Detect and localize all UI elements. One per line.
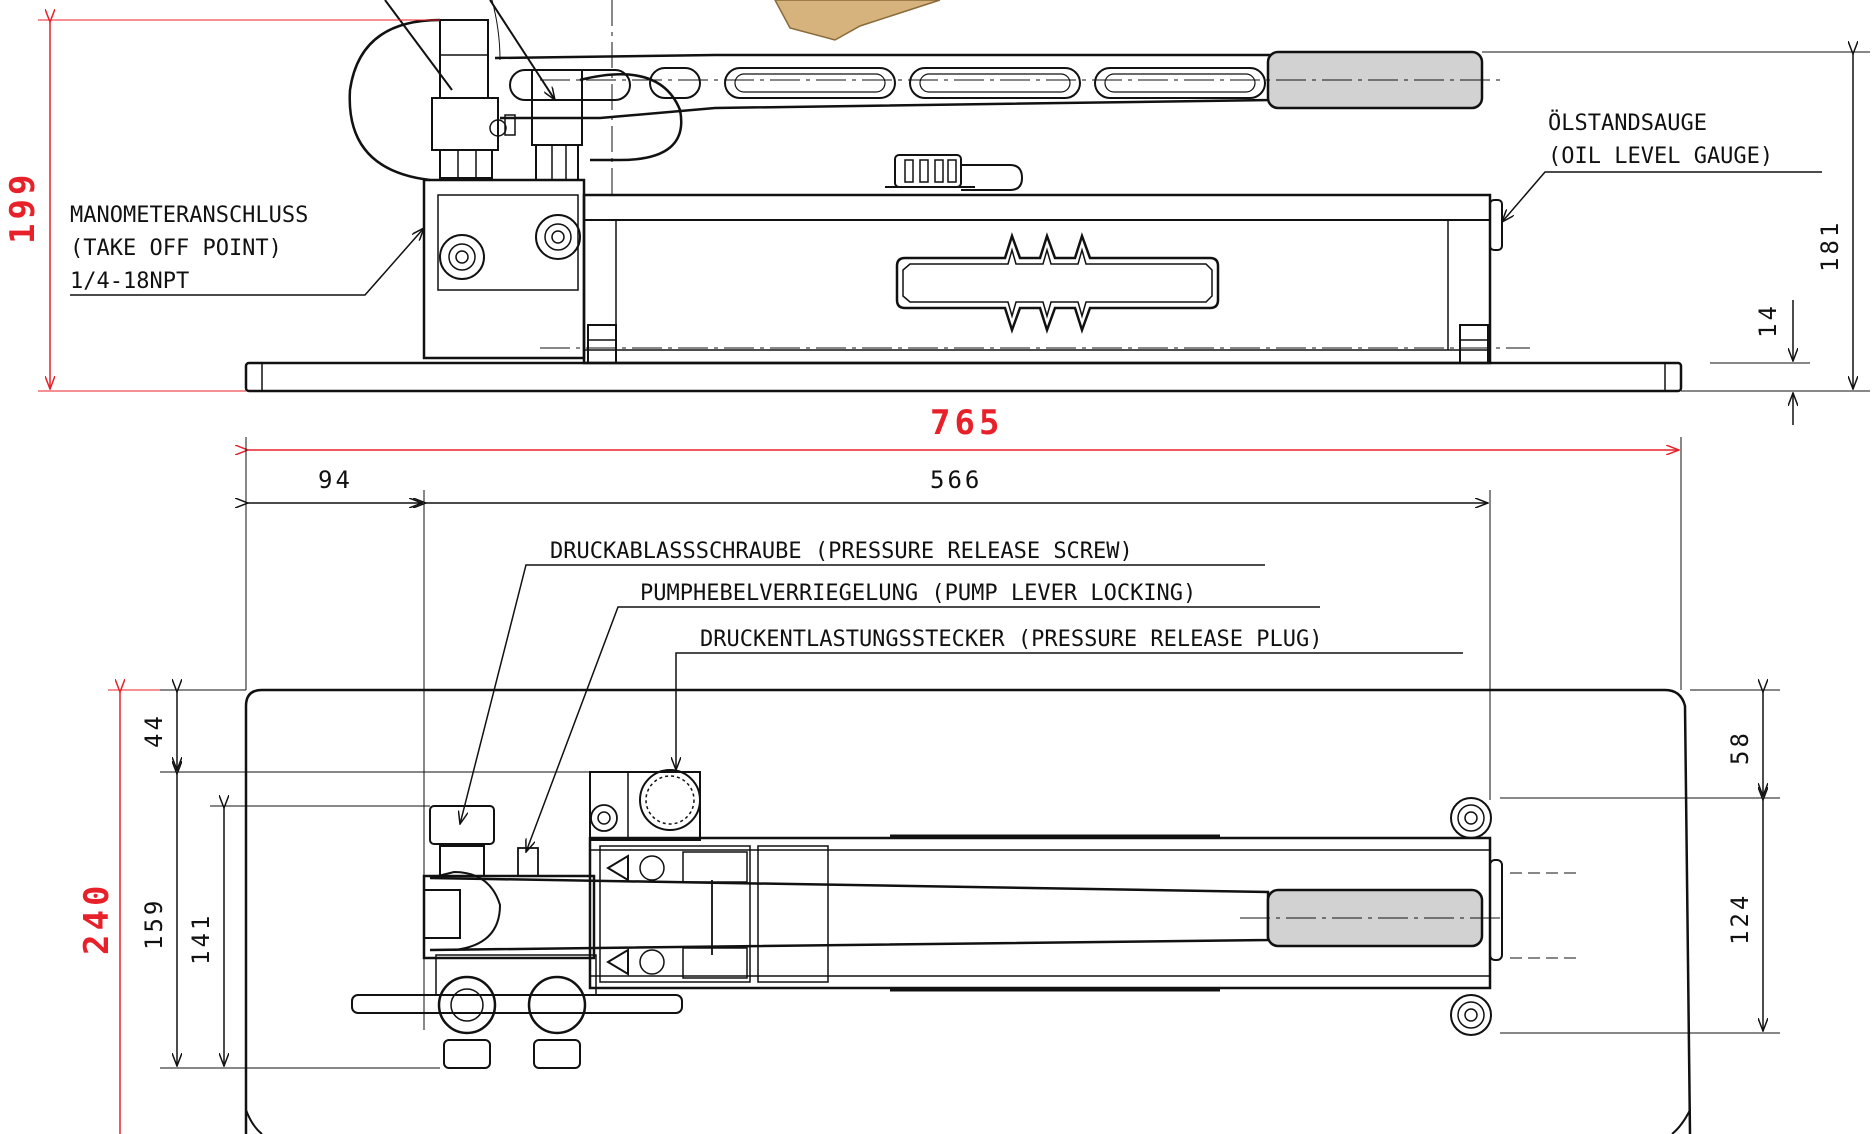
manometer-label-3: 1/4-18NPT (70, 269, 189, 294)
oil-gauge-label-2: (OIL LEVEL GAUGE) (1548, 144, 1773, 169)
pump-lever (494, 50, 1500, 120)
foot-screw-left (587, 324, 617, 364)
base-plate (244, 361, 1683, 393)
mount-bolt-bottom-right (1450, 994, 1492, 1036)
foot-screw-right (1459, 324, 1489, 364)
release-plug-label: DRUCKENTLASTUNGSSTECKER (PRESSURE RELEAS… (700, 627, 1323, 652)
side-view-dimensions: 199 181 14 765 94 566 (3, 20, 1870, 1030)
top-view (244, 688, 1692, 1134)
dim-depth-44: 44 (140, 713, 168, 748)
dim-height-181: 181 (1816, 220, 1844, 272)
dim-depth-159: 159 (140, 898, 168, 950)
dim-height-total: 199 (3, 171, 43, 244)
release-screw-label: DRUCKABLASSSCHRAUBE (PRESSURE RELEASE SC… (550, 539, 1133, 564)
manometer-label-1: MANOMETERANSCHLUSS (70, 203, 308, 228)
pump-lever-lock (517, 847, 539, 877)
mount-bolt-top-right (1450, 797, 1492, 839)
manometer-label-2: (TAKE OFF POINT) (70, 236, 282, 261)
lever-locking-label: PUMPHEBELVERRIEGELUNG (PUMP LEVER LOCKIN… (640, 581, 1196, 606)
side-view: MANOMETERANSCHLUSS (TAKE OFF POINT) 1/4-… (70, 0, 1822, 393)
dim-depth-124: 124 (1726, 893, 1754, 945)
dim-height-14: 14 (1754, 303, 1782, 338)
oil-gauge-label-1: ÖLSTANDSAUGE (1548, 110, 1707, 136)
port-lower-left (437, 975, 497, 1035)
oil-level-gauge (1489, 199, 1503, 251)
port-lower-right (527, 975, 587, 1035)
dim-width-94: 94 (318, 466, 353, 494)
pressure-release-plug (639, 769, 701, 831)
dim-depth-141: 141 (187, 913, 215, 965)
pressure-release-screw (429, 805, 495, 845)
brand-logo (895, 232, 1220, 334)
take-off-port-left (439, 234, 485, 280)
wood-block (774, 0, 941, 41)
top-view-callouts: DRUCKABLASSSCHRAUBE (PRESSURE RELEASE SC… (460, 539, 1463, 852)
filler-cap (885, 154, 1024, 191)
dim-width-total: 765 (930, 403, 1003, 443)
dim-depth-58: 58 (1726, 730, 1754, 765)
base-plate-top (244, 688, 1692, 1134)
take-off-port-right (535, 214, 581, 260)
top-view-dimensions: 240 44 159 141 58 124 (77, 690, 1780, 1134)
pump-body (422, 178, 586, 360)
dim-depth-total: 240 (77, 882, 117, 955)
dim-width-566: 566 (930, 466, 982, 494)
